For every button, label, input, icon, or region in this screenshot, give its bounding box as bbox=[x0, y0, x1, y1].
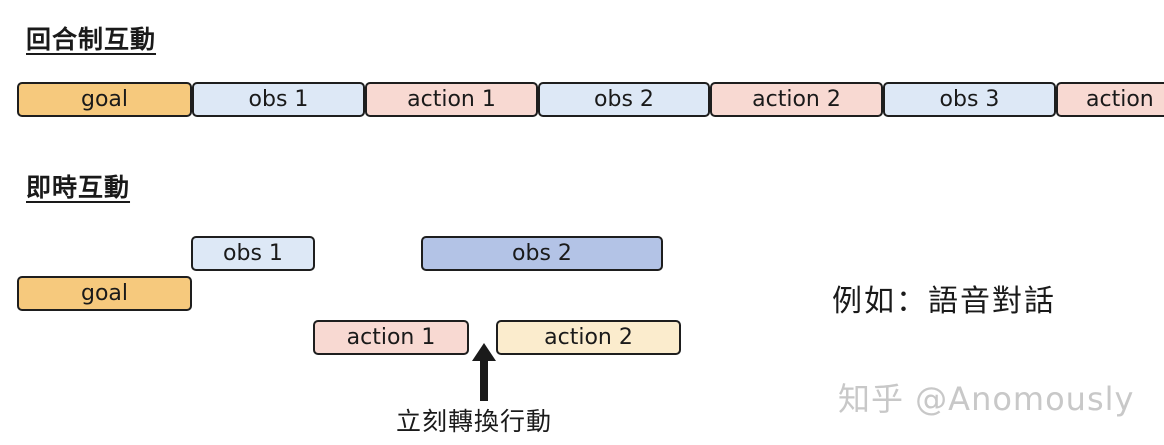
turn-action2-box: action 2 bbox=[710, 82, 883, 117]
watermark: 知乎 @Anomously bbox=[838, 380, 1135, 418]
realtime-action1-box: action 1 bbox=[313, 320, 469, 355]
realtime-action2-box: action 2 bbox=[496, 320, 681, 355]
turn-goal-box: goal bbox=[17, 82, 192, 117]
turn-action1-box: action 1 bbox=[365, 82, 538, 117]
realtime-obs1-box: obs 1 bbox=[191, 236, 315, 271]
realtime-title: 即時互動 bbox=[26, 173, 131, 202]
turn-action3-box: action bbox=[1056, 82, 1164, 117]
realtime-goal-box: goal bbox=[17, 276, 192, 311]
realtime-obs2-box: obs 2 bbox=[421, 236, 663, 271]
example-note: 例如：語音對話 bbox=[832, 284, 1056, 319]
up-arrow-icon bbox=[472, 343, 496, 401]
turn-based-title: 回合制互動 bbox=[26, 25, 157, 54]
turn-obs3-box: obs 3 bbox=[883, 82, 1056, 117]
turn-obs2-box: obs 2 bbox=[538, 82, 710, 117]
turn-obs1-box: obs 1 bbox=[192, 82, 365, 117]
arrow-caption: 立刻轉換行動 bbox=[396, 407, 553, 436]
